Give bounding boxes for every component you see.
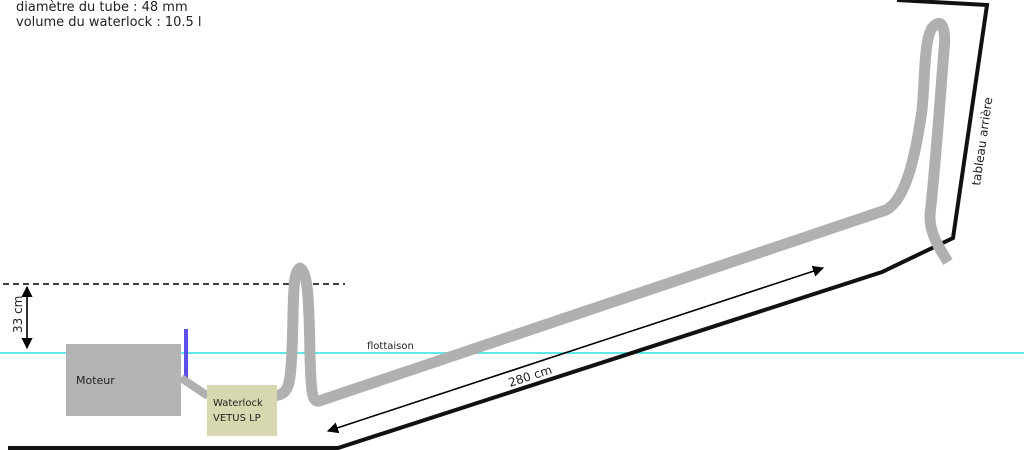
exhaust-hose-engine xyxy=(178,374,211,400)
tube-diameter-text: diamètre du tube : 48 mm xyxy=(16,0,188,15)
engine-block xyxy=(66,344,181,416)
waterlock-label-line1: Waterlock xyxy=(213,398,263,409)
waterlock-volume-text: volume du waterlock : 10.5 l xyxy=(16,15,202,30)
waterlock-box xyxy=(207,385,277,436)
hull-outline xyxy=(8,0,990,450)
height-label: 33 cm xyxy=(11,296,25,333)
waterlock-label-line2: VETUS LP xyxy=(213,413,261,424)
waterline-label: flottaison xyxy=(367,341,414,352)
exhaust-tube xyxy=(269,17,953,407)
engine-label: Moteur xyxy=(76,374,115,387)
length-arrow xyxy=(326,265,825,434)
